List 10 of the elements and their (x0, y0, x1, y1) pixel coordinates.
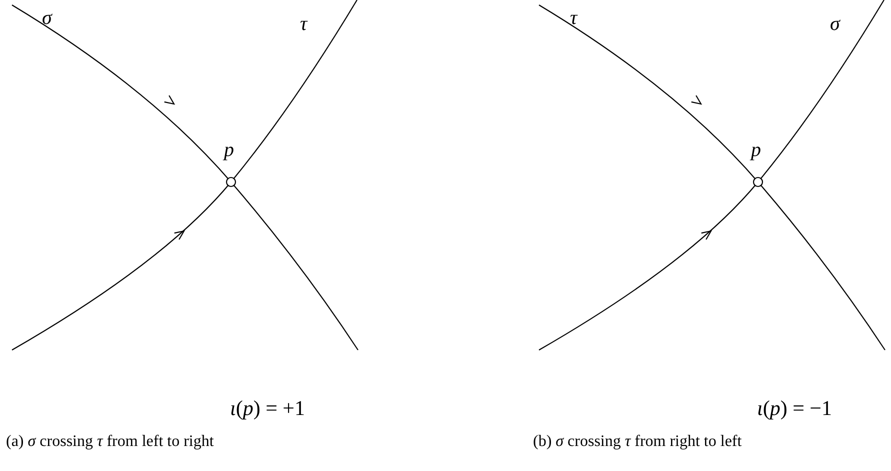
greek-letter-label: τ (300, 14, 308, 34)
figure-caption: (b) σ crossing τ from right to left (533, 434, 742, 450)
greek-letter-label: σ (42, 8, 52, 28)
greek-letter-label: τ (570, 8, 578, 28)
greek-letter-label: σ (830, 14, 840, 34)
point-label: p (224, 140, 234, 160)
index-formula: ι(p) = −1 (757, 398, 832, 419)
figure-caption: (a) σ crossing τ from left to right (6, 434, 214, 450)
index-formula: ι(p) = +1 (230, 398, 306, 419)
point-label: p (751, 140, 761, 160)
